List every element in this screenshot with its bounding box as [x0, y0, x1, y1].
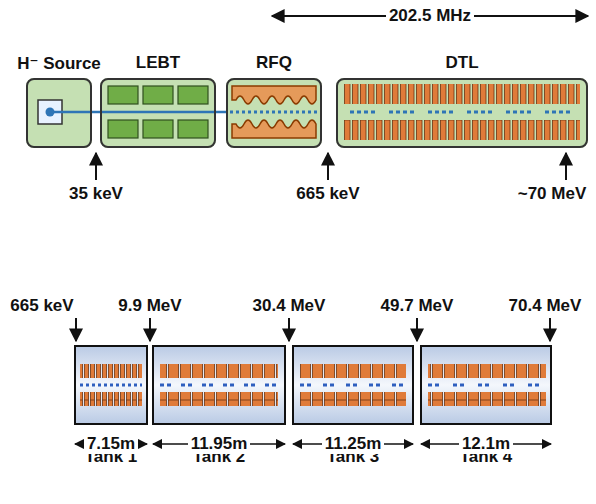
dtl-tank: Tank 4: [420, 345, 552, 425]
tank-ground: [74, 345, 148, 425]
energy-arrow: [95, 153, 97, 180]
rfq-ground: [226, 78, 322, 148]
energy-arrow: [76, 318, 550, 341]
beam-line: [350, 111, 578, 114]
drift-tubes: [80, 364, 142, 378]
dtl-ground: [336, 78, 588, 148]
dtl-tank: Tank 1: [74, 345, 148, 425]
beam-line: [230, 111, 318, 114]
energy-label: 9.9 MeV: [115, 296, 184, 316]
dtl-tank: Tank 2: [152, 345, 286, 425]
tank-ground: [152, 345, 286, 425]
rfq-vane: [232, 120, 316, 138]
node-heading: H⁻ Source: [17, 53, 101, 74]
rfq-box: RFQ: [226, 78, 322, 148]
drift-tubes: [344, 120, 580, 140]
tank-ground: [420, 345, 552, 425]
lebt-box: LEBT: [100, 78, 216, 148]
length-label: 11.95m: [188, 434, 251, 454]
length-label: 7.15m: [84, 434, 138, 454]
energy-arrow: [327, 153, 329, 180]
drift-tubes: [428, 364, 546, 378]
energy-label: ~70 MeV: [515, 184, 590, 204]
drift-tubes: [300, 392, 406, 406]
energy-label: 665 keV: [293, 184, 362, 204]
rfq-vane: [232, 86, 316, 104]
node-heading: LEBT: [136, 53, 180, 73]
drift-tubes: [80, 392, 142, 406]
dtl-box: DTL: [336, 78, 588, 148]
beam-origin: [46, 108, 55, 117]
frequency-label: 202.5 MHz: [386, 6, 474, 26]
beam-dashes: [80, 384, 546, 387]
tank-ground: [292, 345, 414, 425]
energy-label: 49.7 MeV: [378, 296, 457, 316]
length-label: 11.25m: [322, 434, 385, 454]
drift-tubes: [160, 364, 278, 378]
node-heading: RFQ: [256, 53, 292, 73]
energy-label: 35 keV: [66, 184, 126, 204]
drift-tubes: [160, 392, 278, 406]
beam-line: [50, 111, 228, 114]
drift-tubes: [344, 84, 580, 104]
length-label: 12.1m: [459, 434, 513, 454]
energy-label: 70.4 MeV: [506, 296, 585, 316]
dtl-tank: Tank 3: [292, 345, 414, 425]
energy-arrow: [565, 153, 567, 180]
energy-label: 30.4 MeV: [250, 296, 329, 316]
node-heading: DTL: [445, 53, 478, 73]
ion-source-box: H⁻ Source: [26, 78, 92, 148]
drift-tubes: [300, 364, 406, 378]
drift-tubes: [428, 392, 546, 406]
energy-label: 665 keV: [7, 296, 76, 316]
